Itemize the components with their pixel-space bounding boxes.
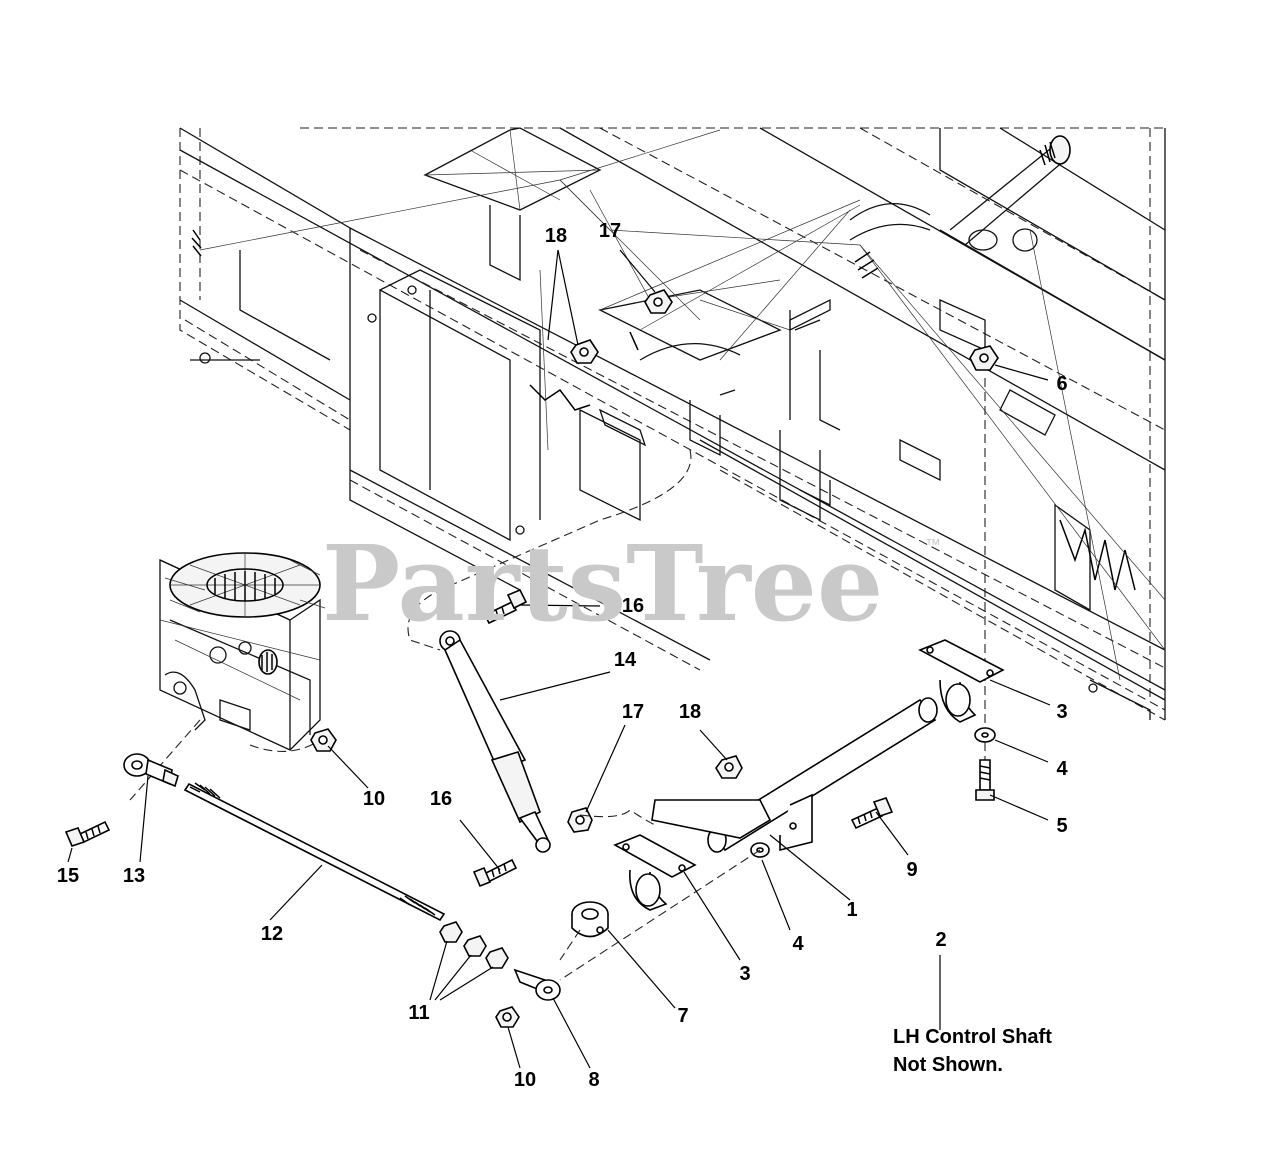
callout-16-lower: 16 xyxy=(430,788,452,810)
watermark-text: PartsTree xyxy=(322,522,883,645)
callout-18-lower: 18 xyxy=(679,701,701,723)
callout-11: 11 xyxy=(408,1002,429,1024)
bolt-16-lower xyxy=(472,858,518,888)
callout-10-upper: 10 xyxy=(363,788,385,810)
callout-14: 14 xyxy=(614,649,637,671)
bolt-5 xyxy=(975,759,995,801)
callout-16-upper: 16 xyxy=(622,595,644,617)
rod-end-8 xyxy=(513,968,561,1001)
callout-labels: 1 2 3 3 4 4 5 6 7 8 9 10 10 11 12 13 14 … xyxy=(57,220,1069,1091)
nut-18-lower xyxy=(715,755,743,779)
nut-17-lower xyxy=(567,807,593,833)
jam-nuts-11 xyxy=(439,921,509,969)
callout-7: 7 xyxy=(677,1005,688,1027)
transaxle-assembly xyxy=(129,552,326,801)
nut-10-upper xyxy=(310,728,337,752)
callout-2: 2 xyxy=(935,929,946,951)
callout-13: 13 xyxy=(123,865,145,887)
nut-6 xyxy=(969,345,999,371)
callout-3-upper: 3 xyxy=(1056,701,1067,723)
chassis-frame xyxy=(179,127,1166,760)
control-shaft-1 xyxy=(651,697,938,853)
callout-18-upper: 18 xyxy=(545,225,567,247)
washer-4-upper xyxy=(974,727,996,743)
callout-12: 12 xyxy=(261,923,283,945)
lh-control-shaft-note: LH Control Shaft Not Shown. xyxy=(893,1026,1052,1076)
collar-7 xyxy=(571,901,609,938)
callout-4-upper: 4 xyxy=(1056,758,1068,780)
nut-18-upper xyxy=(570,339,599,364)
callout-17-lower: 17 xyxy=(622,701,644,723)
watermark-trademark: ™ xyxy=(925,537,941,554)
bolt-9 xyxy=(850,797,894,830)
callout-6: 6 xyxy=(1056,373,1067,395)
callout-3-lower: 3 xyxy=(739,963,750,985)
note-line-1: LH Control Shaft xyxy=(893,1026,1052,1048)
nut-17-upper xyxy=(644,289,673,314)
callout-9: 9 xyxy=(906,859,917,881)
rod-end-13 xyxy=(123,753,179,788)
watermark: PartsTree ™ xyxy=(322,522,941,645)
callout-1: 1 xyxy=(846,899,857,921)
routing-dashes xyxy=(559,809,761,981)
callout-4-lower: 4 xyxy=(792,933,804,955)
bearing-bracket-3-lower xyxy=(613,834,697,911)
callout-17-upper: 17 xyxy=(599,220,621,242)
callout-5: 5 xyxy=(1056,815,1067,837)
note-line-2: Not Shown. xyxy=(893,1054,1003,1076)
leader-lines xyxy=(67,249,1051,1069)
callout-15: 15 xyxy=(57,865,79,887)
control-rod-12 xyxy=(183,782,446,922)
callout-10-lower: 10 xyxy=(514,1069,536,1091)
callout-8: 8 xyxy=(588,1069,599,1091)
bolt-16-upper xyxy=(483,588,528,625)
gas-spring-14 xyxy=(439,630,551,853)
bolt-15 xyxy=(64,820,111,847)
nut-10-lower xyxy=(495,1006,520,1028)
bearing-bracket-3-upper xyxy=(918,639,1005,723)
